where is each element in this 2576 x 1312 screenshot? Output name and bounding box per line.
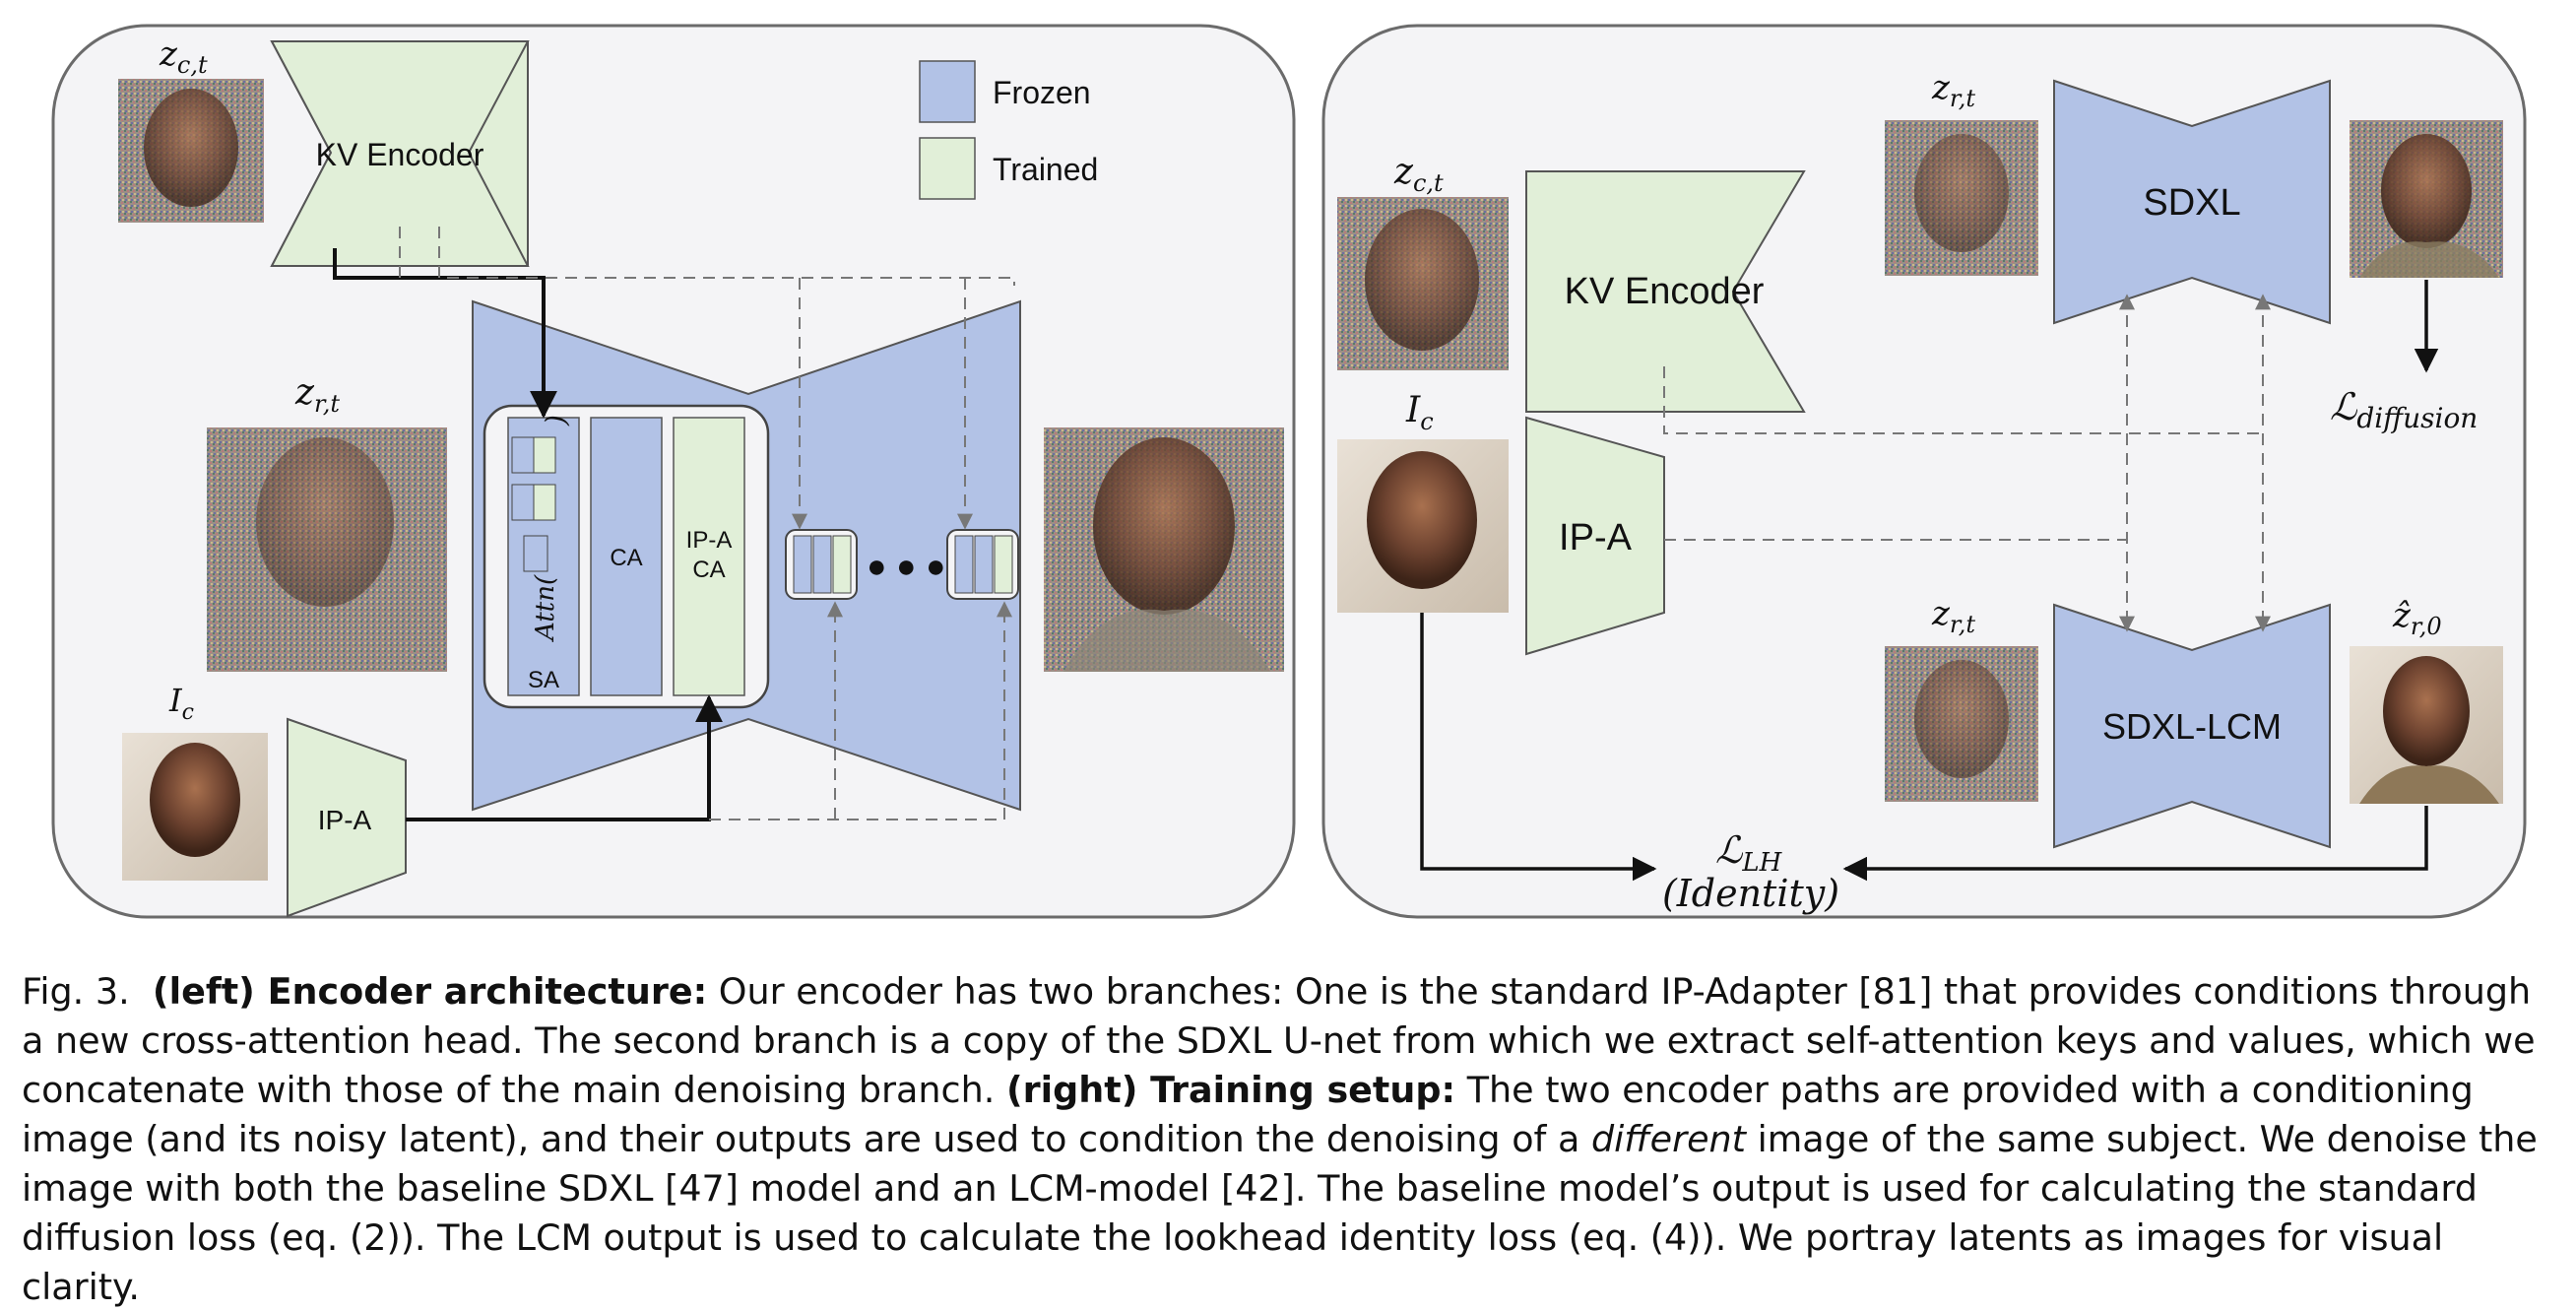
mini-block-1 [785, 529, 858, 600]
right-zrt-bottom-label: zr,t [1931, 594, 1975, 638]
right-ic-label: Ic [1405, 390, 1434, 435]
legend-frozen-swatch [919, 60, 976, 123]
zhat-output-image [2350, 646, 2503, 804]
attn-kv-box-1 [511, 436, 535, 474]
left-ipa-label: IP-A [318, 805, 372, 835]
ic-to-lh-arrow [1420, 613, 1657, 882]
right-kv-encoder-label: KV Encoder [1565, 271, 1765, 312]
sdxl-label: SDXL [2143, 182, 2240, 224]
zhat-label: ẑr,0 [2392, 596, 2442, 640]
caption-left-heading: (left) Encoder architecture: [152, 970, 708, 1013]
loss-lh-note: (Identity) [1662, 872, 1839, 915]
ipa-ca-column [673, 417, 745, 696]
right-zrt-bottom-image [1885, 646, 2038, 802]
attn-q-box [523, 535, 548, 572]
left-output-image [1044, 427, 1284, 672]
left-dashed-connections [399, 227, 1015, 820]
sdxl-output-image [2350, 120, 2503, 278]
attn-kv-box-4 [533, 484, 556, 521]
legend-frozen-label: Frozen [993, 75, 1091, 110]
zhat-to-lh-arrow [1842, 806, 2428, 882]
right-ic-image [1337, 439, 1509, 613]
attn-kv-box-2 [533, 436, 556, 474]
caption-right-emph: different [1590, 1118, 1746, 1160]
figure-diagram: Frozen Trained zc,t KV Encoder Attn( ) S… [51, 24, 2527, 919]
right-kv-encoder [1525, 170, 1806, 413]
sa-label: SA [528, 667, 559, 693]
right-ipa [1525, 416, 1665, 656]
legend-trained-swatch [919, 137, 976, 200]
caption-right-text-2: image of the same subject. We denoise th… [22, 1118, 2538, 1308]
left-ipa [287, 717, 407, 918]
right-zct-image [1337, 197, 1509, 370]
ipa-ca-label-1: IP-A [686, 527, 733, 554]
caption-right-heading: (right) Training setup: [1005, 1069, 1456, 1111]
loss-diffusion-label: ℒdiffusion [2330, 385, 2478, 434]
figure-caption: Fig. 3. (left) Encoder architecture: Our… [22, 967, 2554, 1312]
right-ipa-label: IP-A [1559, 517, 1633, 558]
left-zrt-image [207, 427, 447, 672]
right-zrt-top-label: zr,t [1931, 68, 1975, 112]
ca-label: CA [610, 545, 642, 571]
ipa-ca-label-2: CA [692, 557, 725, 583]
ellipsis: ● ● ● [867, 548, 946, 585]
right-dashed-connections [1663, 294, 2271, 632]
left-zct-label: zc,t [159, 34, 208, 79]
left-zrt-label: zr,t [294, 372, 340, 418]
left-kv-encoder-label: KV Encoder [316, 137, 484, 172]
legend-trained-label: Trained [993, 152, 1098, 187]
left-ic-label: Ic [168, 682, 194, 725]
caption-fig-label: Fig. 3. [22, 970, 130, 1013]
attn-label: Attn( [531, 574, 560, 642]
left-zct-image [118, 79, 264, 223]
sdxl-lcm-label: SDXL-LCM [2102, 706, 2282, 747]
loss-lh-label: ℒLH [1715, 828, 1783, 878]
right-zct-label: zc,t [1393, 152, 1444, 197]
mini-block-2 [946, 529, 1019, 600]
ca-column [590, 417, 663, 696]
caption-right-text-1: The two encoder paths are provided with … [22, 1069, 2474, 1160]
caption-left-text: Our encoder has two branches: One is the… [22, 970, 2536, 1111]
sdxl-lcm-model [2053, 603, 2331, 849]
right-zrt-top-image [1885, 120, 2038, 276]
left-ic-image [122, 733, 268, 881]
attn-close-paren: ) [540, 415, 572, 426]
attn-kv-box-3 [511, 484, 535, 521]
